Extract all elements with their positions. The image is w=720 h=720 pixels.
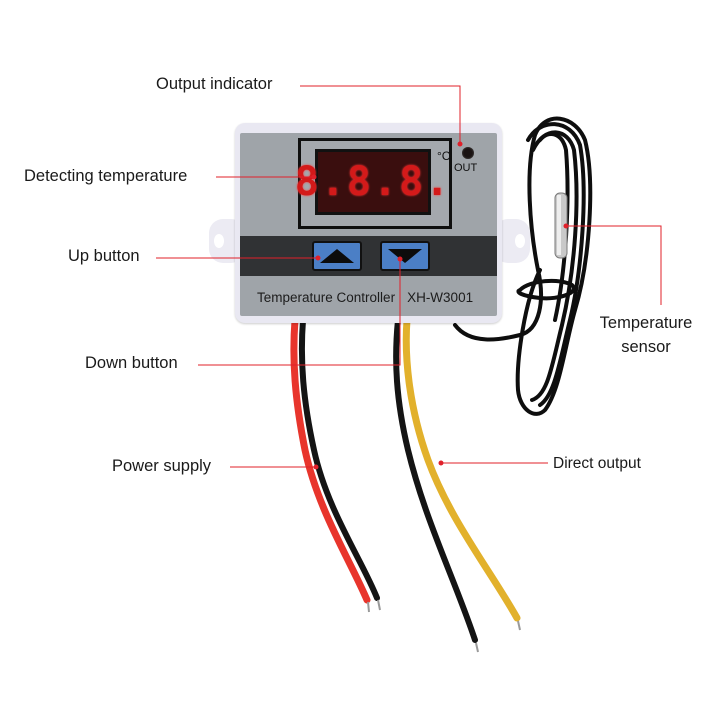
- output-indicator-label: OUT: [454, 162, 478, 174]
- callout-temperature-sensor: Temperature sensor: [590, 312, 702, 360]
- button-strip: [240, 236, 497, 276]
- power-wire-black: [298, 317, 380, 601]
- display-digits: 8.8.8.: [294, 159, 452, 205]
- callout-output-indicator: Output indicator: [156, 75, 273, 93]
- mounting-hole: [214, 234, 224, 248]
- callout-dot: [438, 460, 444, 466]
- device-label: Temperature Controller XH-W3001: [257, 290, 473, 305]
- callout-temperature-sensor-line2: sensor: [621, 337, 671, 356]
- mounting-hole: [515, 234, 525, 248]
- temperature-controller: 8.8.8. °C OUT Temperature Controller XH-W…: [235, 123, 502, 323]
- output-wire-yellow: [402, 316, 521, 622]
- callout-down-button: Down button: [85, 354, 178, 372]
- triangle-down-icon: [388, 249, 422, 263]
- down-button[interactable]: [380, 241, 430, 271]
- model-number: XH-W3001: [407, 290, 474, 305]
- led-display: 8.8.8.: [295, 149, 449, 215]
- callout-direct-output: Direct output: [553, 455, 641, 472]
- sensor-cable: [453, 116, 593, 416]
- up-button[interactable]: [312, 241, 362, 271]
- callout-up-button: Up button: [68, 247, 140, 265]
- callout-power-supply: Power supply: [112, 457, 212, 475]
- power-wire-red: [290, 316, 371, 604]
- output-indicator-led-icon: [462, 147, 474, 159]
- output-wire-black: [393, 317, 478, 643]
- callout-dot: [311, 174, 317, 180]
- callout-dot: [563, 223, 569, 229]
- triangle-up-icon: [320, 249, 354, 263]
- callout-dot: [313, 464, 319, 470]
- faceplate: 8.8.8. °C OUT Temperature Controller XH-W…: [240, 133, 497, 316]
- brand-text: Temperature Controller: [257, 290, 396, 305]
- callout-dot: [457, 141, 463, 147]
- display-frame: 8.8.8.: [295, 138, 452, 229]
- callout-temperature-sensor-line1: Temperature: [599, 314, 693, 332]
- callout-dot: [315, 255, 321, 261]
- celsius-unit: °C: [437, 149, 451, 163]
- callout-dot: [397, 256, 403, 262]
- callout-detecting-temperature: Detecting temperature: [24, 167, 188, 185]
